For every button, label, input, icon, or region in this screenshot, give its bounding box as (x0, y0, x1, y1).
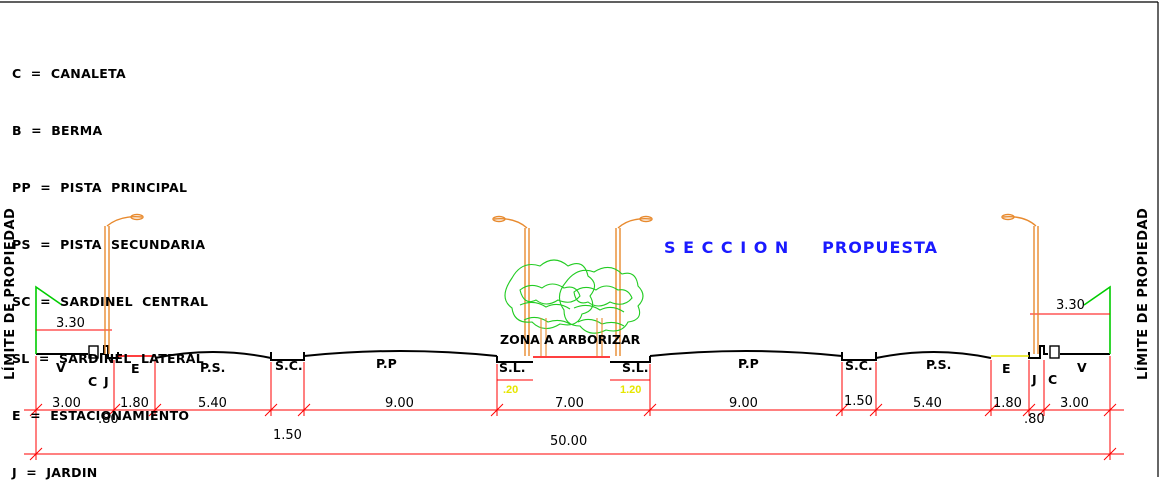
dim-7-00: 7.00 (555, 396, 584, 411)
lamp-post-right (1001, 213, 1039, 354)
dim-80-left: .80 (98, 412, 119, 427)
legend-item: SC = SARDINEL CENTRAL (12, 294, 209, 309)
dim-80-right: .80 (1024, 412, 1045, 427)
dim-height-right: 3.30 (1056, 298, 1085, 313)
dim-height-left: 3.30 (56, 316, 85, 331)
dim-sl-right: 1.20 (620, 384, 642, 396)
dim-sl-left: .20 (503, 384, 519, 396)
dim-1-80-right: 1.80 (993, 396, 1022, 411)
legend-item: C = CANALETA (12, 66, 126, 81)
property-limit-left: LÍMITE DE PROPIEDAD (3, 207, 18, 380)
label-sc-left: S.C. (275, 358, 303, 373)
lamp-post-center-left (492, 215, 530, 356)
dim-5-40-right: 5.40 (913, 396, 942, 411)
slope-left (35, 285, 112, 354)
dim-9-00-right: 9.00 (729, 396, 758, 411)
lamp-post-center-right (615, 215, 653, 356)
legend-item: B = BERMA (12, 123, 103, 138)
trees (504, 259, 644, 356)
label-c-left: C (88, 374, 98, 389)
label-j-left: J (104, 374, 109, 389)
legend-item: PS = PISTA SECUNDARIA (12, 237, 206, 252)
legend-item: E = ESTACIONAMIENTO (12, 408, 190, 423)
property-limit-right: LÍMITE DE PROPIEDAD (1136, 207, 1151, 380)
label-e-left: E (131, 361, 140, 376)
label-e-right: E (1002, 361, 1011, 376)
label-ps-left: P.S. (200, 360, 226, 375)
label-sl-right: S.L. (622, 360, 649, 375)
cross-section-drawing (0, 1, 1159, 477)
zone-label: ZONA A ARBORIZAR (500, 332, 641, 347)
label-ps-right: P.S. (926, 357, 952, 372)
dimension-lines (24, 356, 1124, 461)
legend: C = CANALETA B = BERMA PP = PISTA PRINCI… (12, 26, 208, 501)
lamp-post-left (104, 213, 144, 354)
dim-5-40-left: 5.40 (198, 396, 227, 411)
legend-item: SL = SARDINEL LATERAL (12, 351, 205, 366)
label-sc-right: S.C. (845, 358, 873, 373)
label-sl-left: S.L. (499, 360, 526, 375)
label-j-right: J (1032, 372, 1037, 387)
legend-item: J = JARDIN (12, 465, 98, 480)
dim-9-00-left: 9.00 (385, 396, 414, 411)
label-c-right: C (1048, 372, 1058, 387)
dim-1-50-left: 1.50 (273, 428, 302, 443)
dim-total: 50.00 (550, 434, 588, 449)
dim-3-00-right: 3.00 (1060, 396, 1089, 411)
legend-item: PP = PISTA PRINCIPAL (12, 180, 188, 195)
dim-1-80-left: 1.80 (120, 396, 149, 411)
dim-3-00-left: 3.00 (52, 396, 81, 411)
label-v-right: V (1077, 360, 1087, 375)
label-pp-right: P.P (738, 356, 759, 371)
road-profile (36, 345, 1110, 363)
slope-right (1030, 285, 1111, 354)
section-title: S E C C I O N PROPUESTA (664, 238, 939, 257)
label-v-left: V (56, 360, 66, 375)
label-pp-left: P.P (376, 356, 397, 371)
dim-1-50-right: 1.50 (844, 394, 873, 409)
